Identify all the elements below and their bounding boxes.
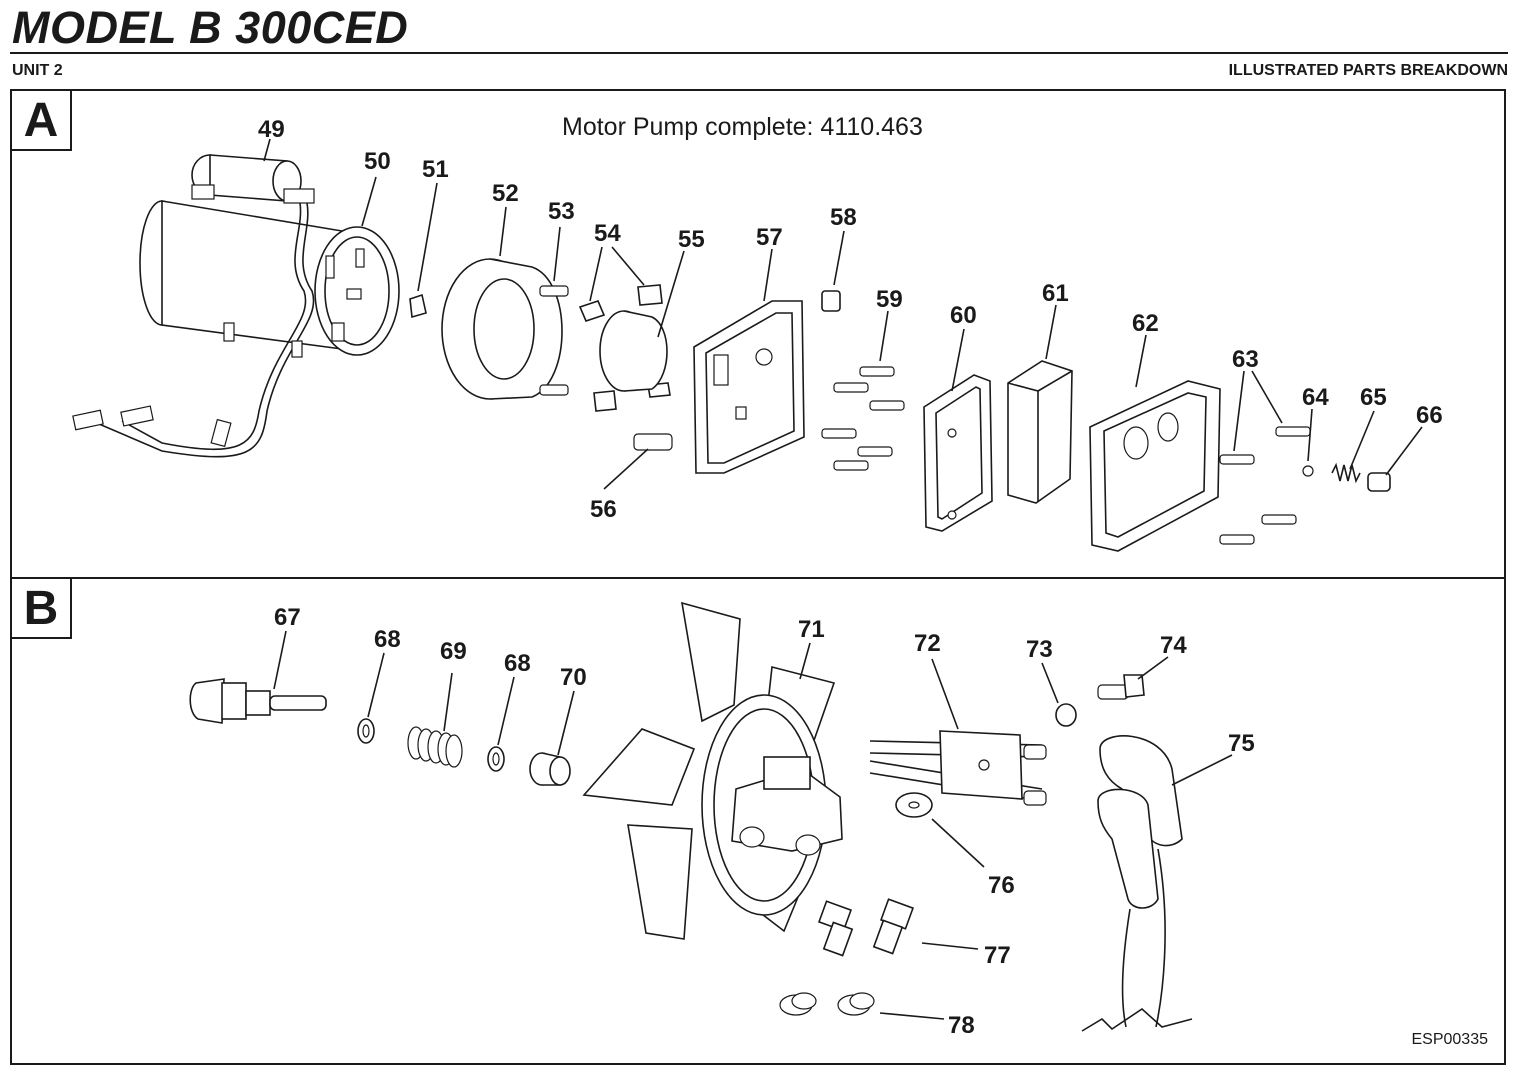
- part-bolt-74: [1097, 674, 1145, 700]
- callout-69: 69: [440, 638, 467, 665]
- callout-53: 53: [548, 198, 575, 225]
- part-ignition-leads: [1081, 735, 1193, 1032]
- part-pump-housing: [693, 300, 805, 474]
- callout-70: 70: [560, 664, 587, 691]
- drawing-code: ESP00335: [1411, 1031, 1488, 1048]
- part-capacitor: [191, 154, 315, 204]
- part-screws-59: [821, 366, 905, 471]
- callout-77: 77: [984, 942, 1011, 969]
- callout-76: 76: [988, 872, 1015, 899]
- part-58: [821, 290, 841, 312]
- part-rotor: [599, 310, 668, 392]
- callout-60: 60: [950, 302, 977, 329]
- header-rule: [10, 52, 1508, 54]
- part-sleeve: [529, 752, 571, 786]
- callouts-a: 49 50 51 52 53 54 55 56 57 58 59 60 61 6…: [258, 116, 1443, 523]
- callout-52: 52: [492, 180, 519, 207]
- panel-a-caption: Motor Pump complete: 4110.463: [562, 113, 923, 141]
- callout-56: 56: [590, 496, 617, 523]
- part-51: [409, 293, 427, 319]
- callout-54: 54: [594, 220, 621, 247]
- part-washer-73: [1055, 703, 1077, 727]
- callout-50: 50: [364, 148, 391, 175]
- callout-55: 55: [678, 226, 705, 253]
- part-motor: [72, 200, 400, 458]
- part-clips: [779, 992, 875, 1016]
- part-fittings: [817, 898, 915, 957]
- part-filter: [1007, 360, 1073, 504]
- panel-a: 49 50 51 52 53 54 55 56 57 58 59 60 61 6…: [10, 89, 1506, 578]
- part-pin-b: [539, 384, 569, 396]
- callout-75: 75: [1228, 730, 1255, 757]
- leader-lines-b: [273, 630, 1233, 1020]
- part-plug: [1367, 472, 1391, 492]
- part-screws-63: [1219, 426, 1311, 545]
- part-electrode-holder: [869, 730, 1047, 806]
- callout-59: 59: [876, 286, 903, 313]
- callout-68: 68: [374, 626, 401, 653]
- panel-a-letter: A: [12, 91, 72, 151]
- callout-57: 57: [756, 224, 783, 251]
- callout-65: 65: [1360, 384, 1387, 411]
- callout-68-second: 68: [504, 650, 531, 677]
- panel-b: 67 68 69 68 70 71 72 73 74 75 76 77 78 B…: [10, 577, 1506, 1065]
- panel-b-letter: B: [12, 579, 72, 639]
- part-gasket: [923, 374, 993, 532]
- page-title: MODEL B 300CED: [12, 2, 409, 53]
- section-label: ILLUSTRATED PARTS BREAKDOWN: [1228, 62, 1508, 79]
- part-pin-a: [539, 285, 569, 297]
- callout-66: 66: [1416, 402, 1443, 429]
- callout-71: 71: [798, 616, 825, 643]
- callout-62: 62: [1132, 310, 1159, 337]
- part-nipple: [633, 433, 673, 451]
- part-cover: [1089, 380, 1221, 552]
- callout-61: 61: [1042, 280, 1069, 307]
- callout-58: 58: [830, 204, 857, 231]
- part-ball: [1302, 465, 1314, 477]
- callout-73: 73: [1026, 636, 1053, 663]
- motor-pump-diagram: 49 50 51 52 53 54 55 56 57 58 59 60 61 6…: [72, 116, 1443, 552]
- callout-63: 63: [1232, 346, 1259, 373]
- callout-67: 67: [274, 604, 301, 631]
- part-nozzle: [189, 678, 327, 724]
- callout-78: 78: [948, 1012, 975, 1039]
- callout-74: 74: [1160, 632, 1187, 659]
- leader-lines: [263, 138, 1423, 490]
- callout-51: 51: [422, 156, 449, 183]
- part-spring-69: [407, 726, 463, 768]
- part-spring: [1331, 462, 1361, 484]
- callout-49: 49: [258, 116, 285, 143]
- unit-label: UNIT 2: [12, 62, 63, 79]
- burner-parts-diagram: 67 68 69 68 70 71 72 73 74 75 76 77 78: [189, 601, 1255, 1039]
- callout-72: 72: [914, 630, 941, 657]
- callouts-b: 67 68 69 68 70 71 72 73 74 75 76 77 78: [274, 604, 1255, 1039]
- callout-64: 64: [1302, 384, 1329, 411]
- part-ring: [441, 258, 563, 400]
- part-fan: [582, 601, 843, 940]
